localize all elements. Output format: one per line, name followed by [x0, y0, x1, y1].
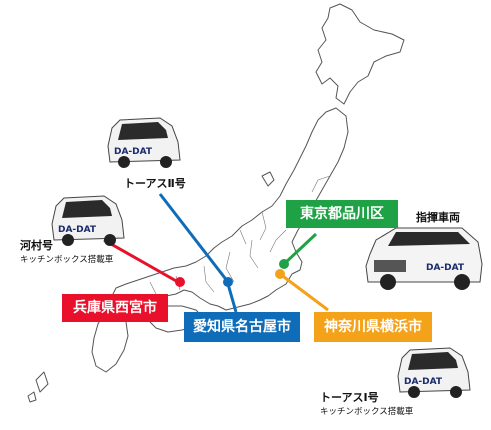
suv-window — [388, 232, 470, 246]
callout-line-nagoya — [158, 193, 230, 283]
sado-shape — [261, 171, 275, 187]
border-line — [239, 229, 247, 245]
wheel-icon — [160, 156, 172, 168]
wheel-icon — [408, 386, 420, 398]
dot-yokohama — [275, 269, 285, 279]
vehicle-kawamura: DA-DAT — [51, 195, 125, 246]
label-shinagawa: 東京都品川区 — [286, 200, 398, 228]
van-brand: DA-DAT — [114, 147, 153, 157]
caption-toas1-sub: キッチンボックス搭載車 — [320, 407, 414, 417]
callout-line-nishinomiya — [103, 238, 179, 284]
caption-toas2: トーアスⅡ号 — [124, 177, 186, 190]
border-line — [149, 281, 157, 295]
wheel-icon — [380, 274, 396, 290]
border-line — [259, 211, 267, 241]
caption-command: 指揮車両 — [416, 211, 460, 224]
label-nagoya: 愛知県名古屋市 — [184, 312, 300, 342]
dot-shinagawa — [279, 259, 289, 269]
hokkaido-shape — [315, 3, 405, 105]
wheel-icon — [118, 156, 130, 168]
okinawa-shape — [35, 371, 49, 393]
van-window — [62, 200, 112, 218]
wheel-icon — [104, 234, 116, 246]
caption-kawamura-sub: キッチンボックス搭載車 — [20, 255, 114, 265]
callout-line-shinagawa — [282, 232, 318, 266]
wheel-icon — [62, 234, 74, 246]
vehicle-toas1: DA-DAT — [397, 347, 471, 398]
dot-nishinomiya — [175, 277, 185, 287]
vehicle-toas2: DA-DAT — [107, 117, 181, 168]
wheel-icon — [454, 274, 470, 290]
border-line — [203, 265, 215, 293]
border-line — [311, 175, 331, 193]
callout-line-nagoya-lower — [226, 283, 238, 313]
callout-line-yokohama — [279, 272, 329, 312]
label-nishinomiya: 兵庫県西宮市 — [62, 294, 168, 322]
dot-nagoya — [223, 277, 233, 287]
location-dots — [175, 259, 289, 287]
label-yokohama: 神奈川県横浜市 — [314, 312, 432, 342]
van-window — [408, 352, 458, 370]
callout-lines — [103, 193, 329, 313]
van-window — [118, 122, 168, 140]
border-line — [269, 229, 287, 253]
island-shape — [27, 391, 37, 403]
suv-brand: DA-DAT — [426, 263, 465, 273]
van-brand: DA-DAT — [404, 377, 443, 387]
vehicle-command: DA-DAT — [365, 227, 483, 290]
caption-kawamura: 河村号 — [20, 239, 53, 252]
van-brand: DA-DAT — [58, 225, 97, 235]
border-line — [249, 239, 259, 269]
suv-grille — [374, 260, 406, 272]
wheel-icon — [450, 386, 462, 398]
border-line — [225, 251, 235, 283]
caption-toas1: トーアスⅠ号 — [320, 391, 379, 404]
